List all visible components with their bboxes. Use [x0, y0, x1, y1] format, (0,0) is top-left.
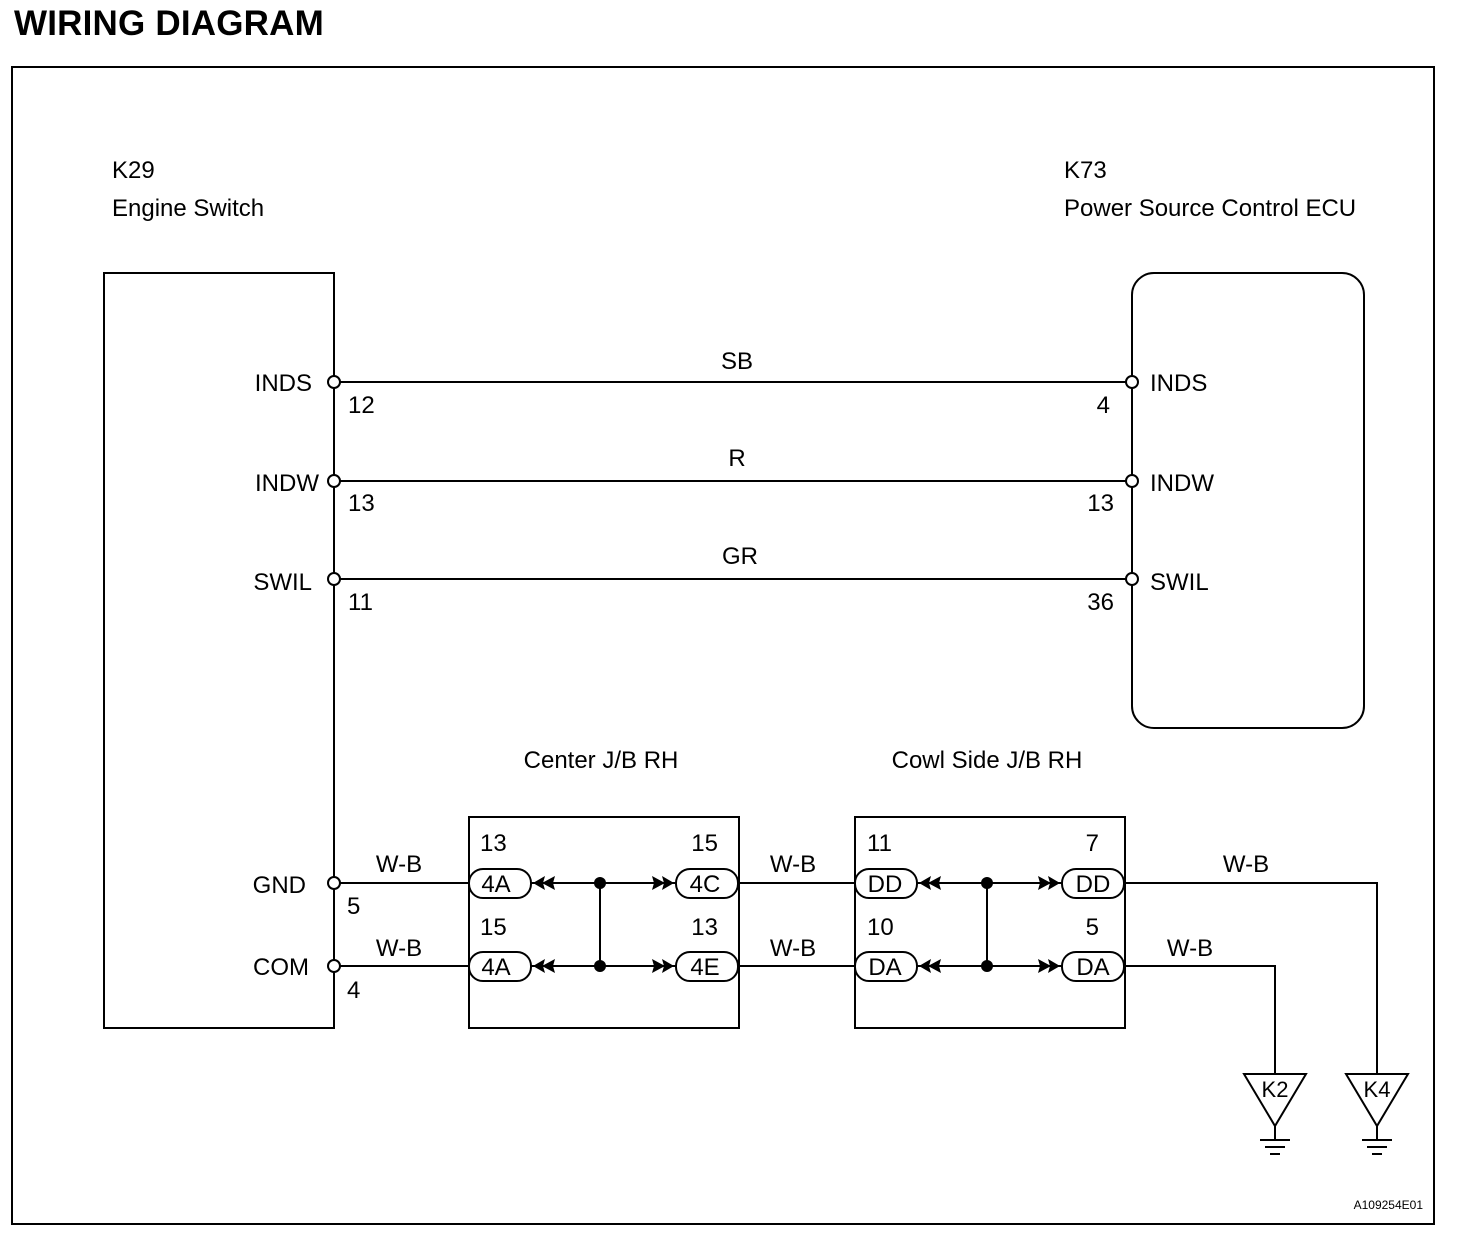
engine-switch-box — [103, 272, 335, 1029]
engine-switch-id: K29 — [112, 157, 155, 184]
cowl-conn-tl-code: DD — [868, 871, 903, 898]
center-conn-tl-code: 4A — [481, 871, 510, 898]
cowl-conn-bl — [854, 951, 918, 982]
center-jb-title: Center J/B RH — [524, 747, 679, 774]
pin-left-swil: 11 — [348, 589, 373, 616]
center-conn-tr — [675, 868, 739, 899]
center-pin-br: 13 — [691, 914, 718, 941]
center-arrow-tr2 — [652, 876, 665, 890]
pin-left-com: 4 — [347, 977, 360, 1004]
wire-color-com-c: W-B — [1167, 935, 1213, 962]
cowl-arrow-bl2 — [928, 959, 941, 973]
terminal-indw-left: INDW — [255, 470, 319, 497]
ecu-id: K73 — [1064, 157, 1107, 184]
center-arrow-tr — [662, 876, 674, 890]
center-conn-bl-code: 4A — [481, 954, 510, 981]
terminal-swil-right: SWIL — [1150, 569, 1209, 596]
center-conn-br-code: 4E — [690, 954, 719, 981]
pin-right-swil: 36 — [1087, 589, 1114, 616]
cowl-arrow-tr — [1048, 876, 1060, 890]
cowl-arrow-tl — [919, 876, 931, 890]
terminal-dot-inds-left — [327, 375, 341, 389]
center-jb-node-bottom — [594, 960, 606, 972]
pin-right-indw: 13 — [1087, 490, 1114, 517]
pin-right-inds: 4 — [1097, 392, 1110, 419]
center-arrow-tl2 — [542, 876, 555, 890]
center-jb-node-top — [594, 877, 606, 889]
center-pin-tl: 13 — [480, 830, 507, 857]
center-jb-box — [468, 816, 740, 1029]
terminal-indw-right: INDW — [1150, 470, 1214, 497]
terminal-dot-inds-right — [1125, 375, 1139, 389]
cowl-jb-node-bottom — [981, 960, 993, 972]
diagram-frame — [11, 66, 1435, 1225]
ground-icon — [1344, 1073, 1410, 1155]
cowl-conn-br-code: DA — [1076, 954, 1109, 981]
ground-label-k2: K2 — [1262, 1077, 1289, 1102]
terminal-inds-left: INDS — [255, 370, 312, 397]
center-arrow-bl — [533, 959, 545, 973]
terminal-inds-right: INDS — [1150, 370, 1207, 397]
wire-color-swil: GR — [722, 543, 758, 570]
terminal-dot-swil-left — [327, 572, 341, 586]
wire-color-com-a: W-B — [376, 935, 422, 962]
cowl-arrow-tr2 — [1038, 876, 1051, 890]
wire-color-com-b: W-B — [770, 935, 816, 962]
ecu-box — [1131, 272, 1365, 729]
pin-left-gnd: 5 — [347, 893, 360, 920]
terminal-swil-left: SWIL — [253, 569, 312, 596]
cowl-pin-tl: 11 — [867, 830, 892, 857]
cowl-arrow-br — [1048, 959, 1060, 973]
terminal-com-left: COM — [253, 954, 309, 981]
cowl-conn-tl — [854, 868, 918, 899]
cowl-pin-br: 5 — [1086, 914, 1099, 941]
cowl-arrow-bl — [919, 959, 931, 973]
cowl-conn-tr-code: DD — [1076, 871, 1111, 898]
center-conn-tl — [468, 868, 532, 899]
cowl-jb-box — [854, 816, 1126, 1029]
ecu-name: Power Source Control ECU — [1064, 195, 1356, 222]
wire-color-gnd-a: W-B — [376, 851, 422, 878]
pin-left-indw: 13 — [348, 490, 375, 517]
terminal-dot-gnd-left — [327, 876, 341, 890]
center-arrow-br — [662, 959, 674, 973]
cowl-jb-title: Cowl Side J/B RH — [892, 747, 1083, 774]
center-conn-tr-code: 4C — [690, 871, 721, 898]
cowl-pin-bl: 10 — [867, 914, 894, 941]
center-conn-br — [675, 951, 739, 982]
terminal-dot-com-left — [327, 959, 341, 973]
wire-color-inds: SB — [721, 348, 753, 375]
cowl-jb-node-top — [981, 877, 993, 889]
center-pin-tr: 15 — [691, 830, 718, 857]
wire-gnd-c — [1125, 882, 1378, 1074]
terminal-gnd-left: GND — [253, 872, 306, 899]
figure-code: A109254E01 — [1354, 1198, 1424, 1212]
wire-com-c — [1125, 965, 1276, 1074]
page-title: WIRING DIAGRAM — [14, 4, 324, 43]
cowl-pin-tr: 7 — [1086, 830, 1099, 857]
wire-color-indw: R — [728, 445, 745, 472]
center-arrow-br2 — [652, 959, 665, 973]
center-conn-bl — [468, 951, 532, 982]
cowl-arrow-tl2 — [928, 876, 941, 890]
terminal-dot-swil-right — [1125, 572, 1139, 586]
terminal-dot-indw-right — [1125, 474, 1139, 488]
center-pin-bl: 15 — [480, 914, 507, 941]
wire-color-gnd-b: W-B — [770, 851, 816, 878]
cowl-arrow-br2 — [1038, 959, 1051, 973]
pin-left-inds: 12 — [348, 392, 375, 419]
engine-switch-name: Engine Switch — [112, 195, 264, 222]
center-arrow-bl2 — [542, 959, 555, 973]
center-arrow-tl — [533, 876, 545, 890]
ground-icon — [1242, 1073, 1308, 1155]
cowl-conn-bl-code: DA — [868, 954, 901, 981]
wire-color-gnd-c: W-B — [1223, 851, 1269, 878]
cowl-conn-br — [1061, 951, 1125, 982]
ground-label-k4: K4 — [1364, 1077, 1391, 1102]
terminal-dot-indw-left — [327, 474, 341, 488]
cowl-conn-tr — [1061, 868, 1125, 899]
